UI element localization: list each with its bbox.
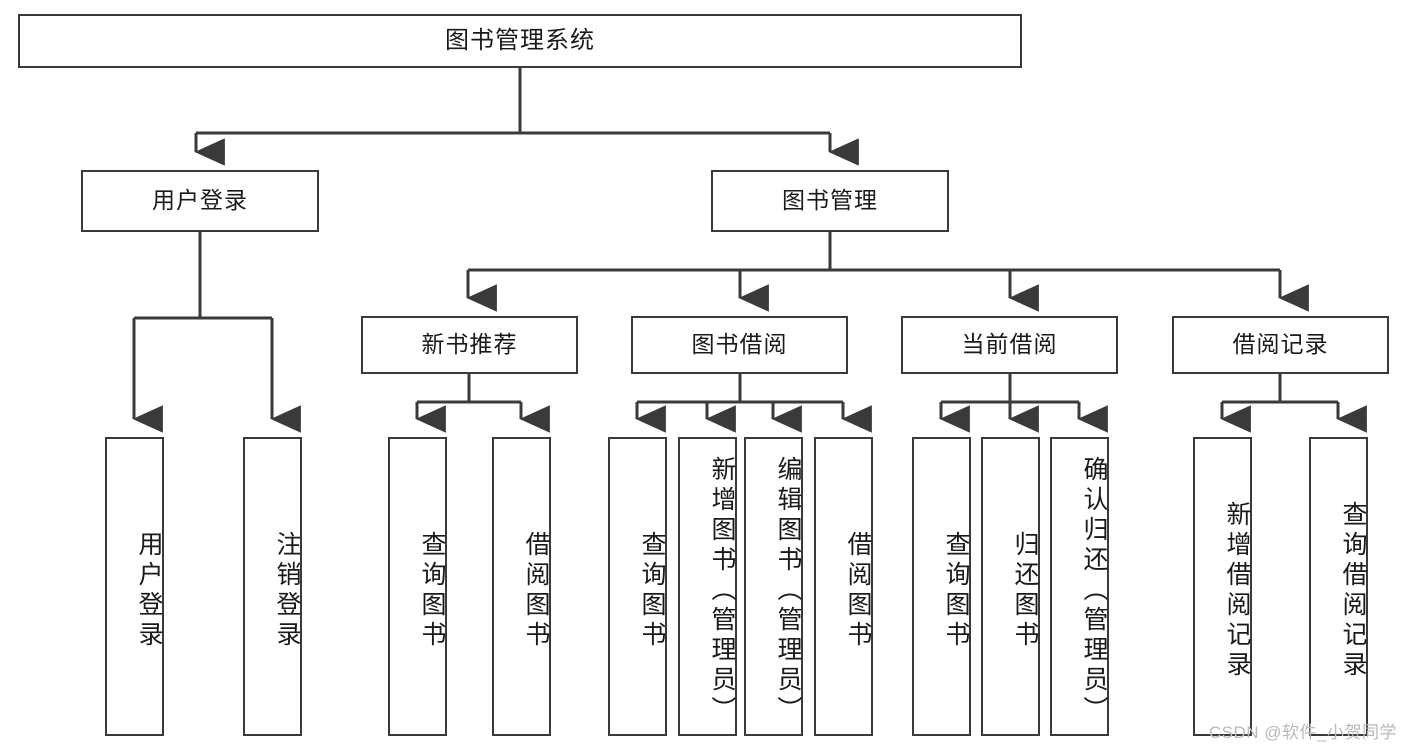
- leaf-query-book-borrow[interactable]: 查询图书: [608, 437, 667, 736]
- node-label: 新书推荐: [421, 331, 518, 358]
- leaf-edit-book-admin[interactable]: 编辑图书（管理员）: [744, 437, 803, 736]
- node-label: 编辑图书（管理员）: [774, 455, 802, 726]
- node-book-manage[interactable]: 图书管理: [711, 170, 949, 232]
- node-label: 新增图书（管理员）: [708, 455, 736, 726]
- leaf-borrow-book-recommend[interactable]: 借阅图书: [492, 437, 551, 736]
- leaf-logout-login[interactable]: 注销登录: [243, 437, 302, 736]
- node-label: 确认归还（管理员）: [1080, 455, 1108, 726]
- node-label: 查询借阅记录: [1339, 500, 1367, 681]
- node-label: 用户登录: [135, 530, 163, 651]
- leaf-return-book[interactable]: 归还图书: [981, 437, 1040, 736]
- leaf-confirm-return-admin[interactable]: 确认归还（管理员）: [1050, 437, 1109, 736]
- node-label: 查询图书: [418, 530, 446, 651]
- node-label: 注销登录: [273, 530, 301, 651]
- node-borrow-record[interactable]: 借阅记录: [1172, 316, 1389, 374]
- node-label: 借阅记录: [1232, 331, 1329, 358]
- node-current-borrow[interactable]: 当前借阅: [901, 316, 1118, 374]
- leaf-query-book-current[interactable]: 查询图书: [912, 437, 971, 736]
- node-label: 归还图书: [1011, 530, 1039, 651]
- node-new-book-recommend[interactable]: 新书推荐: [361, 316, 578, 374]
- node-label: 图书管理: [782, 187, 878, 214]
- leaf-add-book-admin[interactable]: 新增图书（管理员）: [678, 437, 737, 736]
- leaf-query-book-recommend[interactable]: 查询图书: [388, 437, 447, 736]
- node-label: 图书管理系统: [445, 26, 595, 54]
- leaf-borrow-book-borrow[interactable]: 借阅图书: [814, 437, 873, 736]
- node-label: 新增借阅记录: [1223, 500, 1251, 681]
- csdn-watermark: CSDN @软件_小贺同学: [1208, 723, 1397, 742]
- node-label: 借阅图书: [522, 530, 550, 651]
- node-book-borrow[interactable]: 图书借阅: [631, 316, 848, 374]
- node-label: 用户登录: [152, 187, 248, 214]
- leaf-add-borrow-record[interactable]: 新增借阅记录: [1193, 437, 1252, 736]
- node-user-login[interactable]: 用户登录: [81, 170, 319, 232]
- node-label: 当前借阅: [961, 331, 1058, 358]
- node-label: 借阅图书: [844, 530, 872, 651]
- leaf-query-borrow-record[interactable]: 查询借阅记录: [1309, 437, 1368, 736]
- node-label: 查询图书: [942, 530, 970, 651]
- node-label: 图书借阅: [691, 331, 788, 358]
- leaf-user-login[interactable]: 用户登录: [105, 437, 164, 736]
- node-label: 查询图书: [638, 530, 666, 651]
- node-root-book-management-system[interactable]: 图书管理系统: [18, 14, 1022, 68]
